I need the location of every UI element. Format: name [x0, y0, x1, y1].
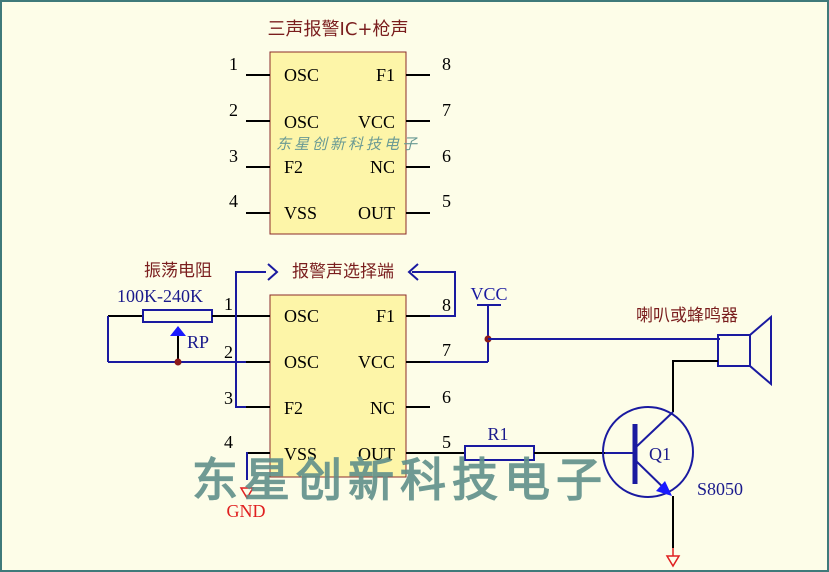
label-out: OUT — [358, 444, 395, 464]
osc-resistor-label: 振荡电阻 — [144, 261, 212, 281]
top-label-osc1: OSC — [284, 65, 319, 85]
wire-speaker-collector — [672, 360, 718, 412]
wire-gnd — [246, 452, 248, 480]
large-watermark: 东星创新科技电子 — [192, 453, 608, 507]
small-watermark: 东星创新科技电子 — [276, 135, 420, 153]
pin-3-num: 3 — [224, 388, 233, 408]
q1-circle — [602, 406, 694, 498]
top-pin-3-num: 3 — [229, 146, 238, 166]
q1-emitter-arrow — [656, 481, 672, 496]
pin-8-num: 8 — [442, 295, 451, 315]
label-osc1: OSC — [284, 306, 319, 326]
top-ic: 三声报警IC+枪声 1 2 3 4 8 7 6 5 OSC OSC F2 VSS… — [229, 19, 451, 235]
vcc-label: VCC — [470, 284, 507, 304]
top-pin-1-num: 1 — [229, 54, 238, 74]
wire-select-right — [412, 271, 456, 317]
top-pin-6-num: 6 — [442, 146, 451, 166]
potentiometer-body — [142, 309, 213, 323]
label-vcc: VCC — [358, 352, 395, 372]
junction-dot-wiper — [174, 358, 182, 366]
speaker-cone — [749, 314, 772, 387]
top-pin-4-num: 4 — [229, 191, 238, 211]
q1-collector — [634, 411, 674, 449]
pin-2-num: 2 — [224, 342, 233, 362]
top-label-out: OUT — [358, 203, 395, 223]
top-label-nc: NC — [370, 157, 395, 177]
label-f2: F2 — [284, 398, 303, 418]
select-label: 报警声选择端 — [292, 262, 394, 282]
label-osc2: OSC — [284, 352, 319, 372]
pot-ref-label: RP — [187, 332, 209, 352]
top-ic-body — [269, 51, 407, 235]
pot-wiper-arrow — [170, 326, 186, 336]
gnd-symbol-q1 — [665, 555, 681, 568]
wire-select-left — [235, 271, 266, 408]
pin-1-num: 1 — [224, 294, 233, 314]
speaker-label: 喇叭或蜂鸣器 — [636, 306, 738, 326]
bottom-circuit: 1 2 3 4 8 7 6 5 OSC OSC F2 VSS F1 VCC NC… — [107, 261, 772, 568]
top-label-vcc: VCC — [358, 112, 395, 132]
q1-label: Q1 — [649, 444, 671, 464]
bottom-ic-body — [269, 294, 407, 478]
top-label-vss: VSS — [284, 203, 317, 223]
gnd-label: GND — [227, 501, 266, 521]
label-vss: VSS — [284, 444, 317, 464]
top-label-osc2: OSC — [284, 112, 319, 132]
top-ic-title: 三声报警IC+枪声 — [268, 19, 409, 40]
top-pin-7-num: 7 — [442, 100, 451, 120]
pin-6-num: 6 — [442, 387, 451, 407]
top-label-f1: F1 — [376, 65, 395, 85]
select-arrow-right — [267, 263, 279, 281]
osc-resistor-value: 100K-240K — [117, 286, 203, 306]
q1-part: S8050 — [697, 479, 743, 499]
select-arrow-left — [407, 263, 419, 281]
pin-7-num: 7 — [442, 340, 451, 360]
label-nc: NC — [370, 398, 395, 418]
top-pin-5-num: 5 — [442, 191, 451, 211]
label-f1: F1 — [376, 306, 395, 326]
speaker-body — [717, 334, 751, 367]
pin-4-num: 4 — [224, 432, 233, 452]
gnd-symbol — [239, 487, 255, 500]
pin-5-num: 5 — [442, 432, 451, 452]
top-pin-8-num: 8 — [442, 54, 451, 74]
top-label-f2: F2 — [284, 157, 303, 177]
r1-label: R1 — [487, 424, 508, 444]
top-pin-2-num: 2 — [229, 100, 238, 120]
